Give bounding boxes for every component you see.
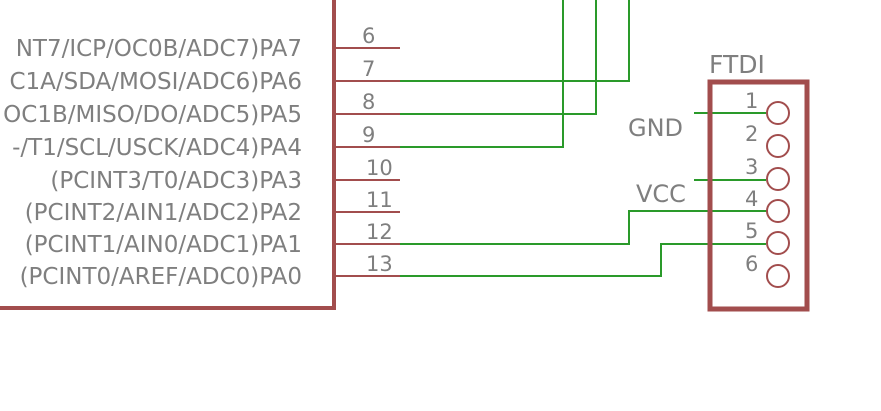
mcu-pin-labels: NT7/ICP/OC0B/ADC7)PA7 C1A/SDA/MOSI/ADC6)…: [3, 36, 302, 290]
mcu-pin-label-pa7: NT7/ICP/OC0B/ADC7)PA7: [16, 36, 302, 62]
mcu-pin-label-pa5: OC1B/MISO/DO/ADC5)PA5: [3, 102, 302, 128]
ftdi-pin-number: 2: [745, 122, 758, 146]
vcc-net-label: VCC: [636, 180, 686, 208]
mcu-pin-number: 7: [362, 57, 375, 81]
mcu-pin-label-pa2: (PCINT2/AIN1/ADC2)PA2: [25, 200, 302, 226]
mcu-pin-number: 6: [362, 24, 375, 48]
mcu-pin-stubs: [334, 47, 400, 277]
ftdi-pin-circle: [766, 101, 790, 125]
mcu-body-outline: [0, 0, 336, 310]
mcu-pin-label-pa3: (PCINT3/T0/ADC3)PA3: [50, 168, 302, 194]
wire-pa0: [400, 243, 766, 277]
mcu-pin-number: 9: [362, 123, 375, 147]
wire-pa5: [400, 0, 597, 115]
net-wires: [400, 0, 790, 277]
ftdi-pin-circle: [766, 199, 790, 223]
ftdi-pin-circle: [766, 134, 790, 158]
wire-pa1: [400, 210, 790, 245]
mcu-pin-label-pa6: C1A/SDA/MOSI/ADC6)PA6: [9, 69, 302, 95]
ftdi-pin-number: 5: [745, 219, 758, 243]
ftdi-connector: FTDI 1 2 3 4 5 6: [707, 50, 810, 312]
ftdi-pin-number: 4: [745, 187, 758, 211]
mcu-pin-number: 12: [366, 220, 393, 244]
ftdi-pin-number: 1: [745, 89, 758, 113]
wire-pa6: [400, 0, 630, 82]
mcu-pin-numbers: 6 7 8 9 10 11 12 13: [362, 24, 393, 276]
mcu-pin-number: 13: [366, 252, 393, 276]
mcu-pin-label-pa4: -/T1/SCL/USCK/ADC4)PA4: [12, 135, 302, 161]
ftdi-pin-circle: [766, 264, 790, 288]
mcu-pin-label-pa1: (PCINT1/AIN0/ADC1)PA1: [25, 232, 302, 258]
gnd-net-label: GND: [628, 114, 683, 142]
ftdi-pin-circle: [766, 167, 790, 191]
mcu-pin-number: 10: [366, 156, 393, 180]
mcu-pin-label-pa0: (PCINT0/AREF/ADC0)PA0: [20, 264, 302, 290]
ftdi-body: [707, 79, 810, 312]
ftdi-pin-number: 3: [745, 155, 758, 179]
ftdi-pin-number: 6: [745, 252, 758, 276]
mcu-pin-number: 11: [366, 188, 393, 212]
wire-pa4: [400, 0, 564, 148]
ftdi-title: FTDI: [709, 50, 765, 79]
ftdi-pin-circle: [766, 231, 790, 255]
mcu-pin-number: 8: [362, 90, 375, 114]
